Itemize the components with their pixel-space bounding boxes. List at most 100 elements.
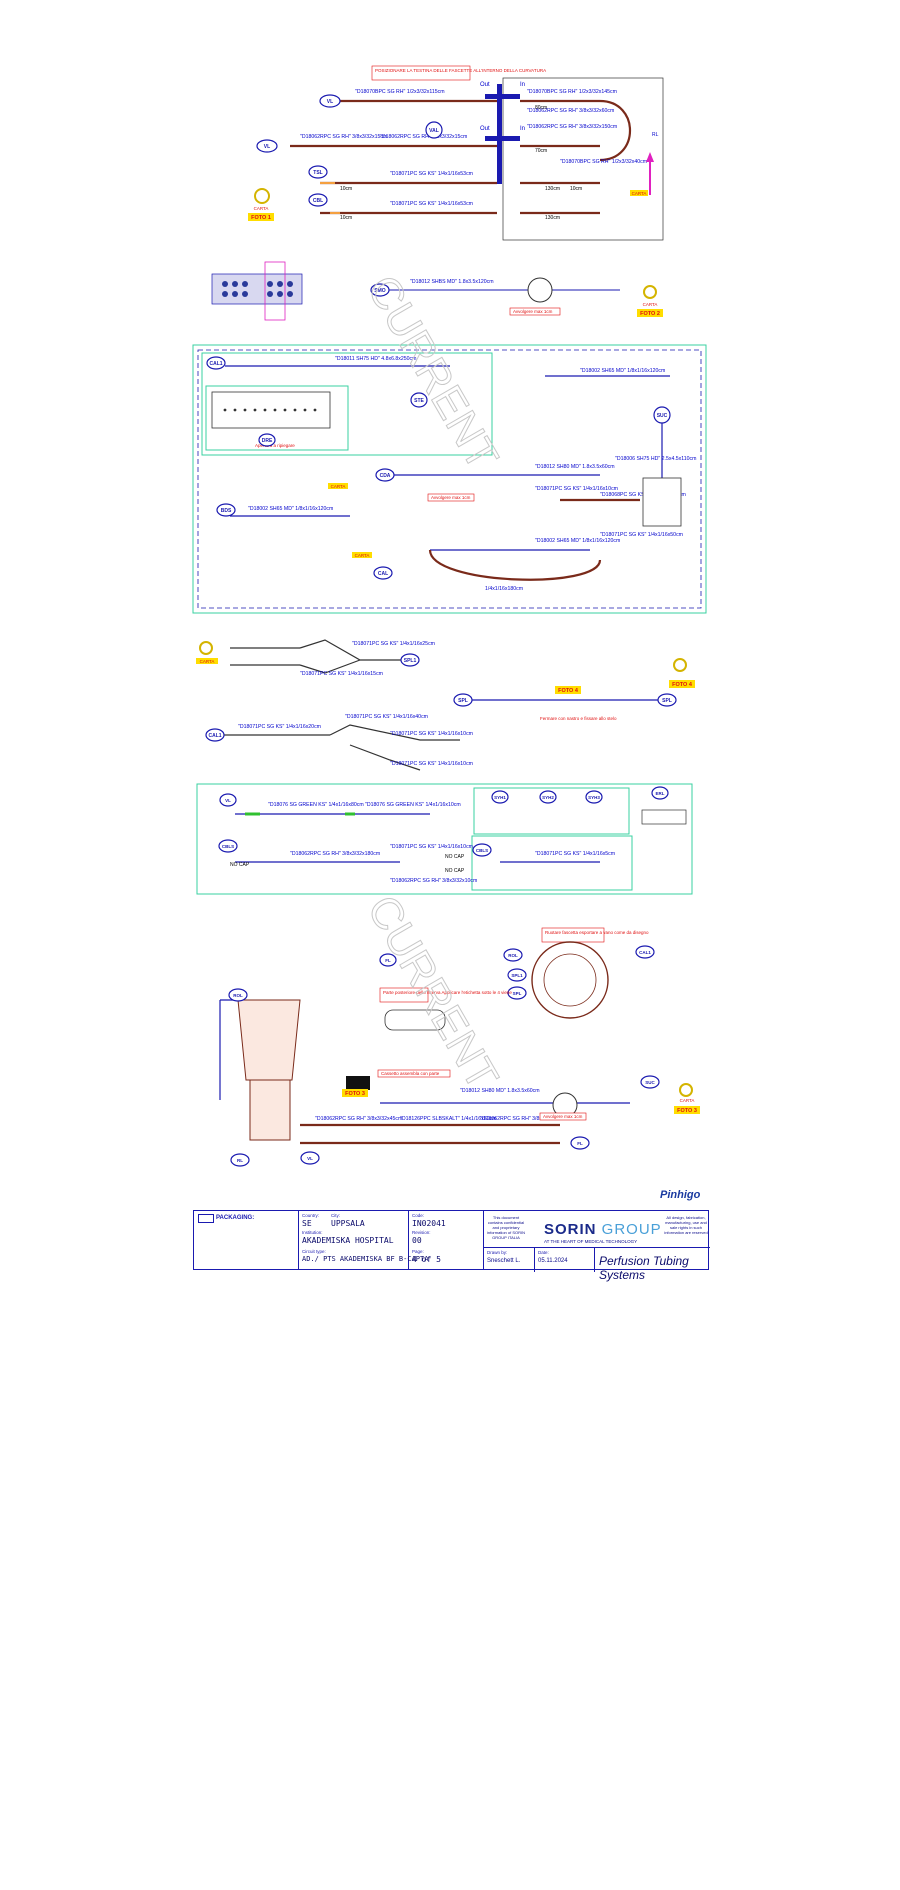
foto4-label: FOTO 4	[558, 688, 579, 694]
connector-panel	[211, 391, 331, 429]
tubes-3	[428, 498, 640, 581]
svg-text:SPL1: SPL1	[511, 973, 523, 978]
svg-text:"D18126PPC SLBSKALT" 1/4x1/16x: "D18126PPC SLBSKALT" 1/4x1/16x60cm	[400, 1116, 496, 1122]
foto1-badge	[248, 213, 274, 221]
watermark: CURRENT	[358, 267, 508, 478]
packaging-cell: PACKAGING:	[194, 1211, 299, 1269]
mini-table	[641, 809, 687, 825]
tube-labels-1: "D18070BPC SG RH" 1/2x3/32x115cm "D18070…	[300, 89, 647, 207]
clamp-icon	[254, 188, 270, 204]
svg-text:"D18071PC SG KS" 1/4x1/16x5cm: "D18071PC SG KS" 1/4x1/16x5cm	[535, 851, 615, 857]
svg-text:VL: VL	[307, 1156, 313, 1161]
svg-text:ROL: ROL	[233, 993, 243, 998]
svg-text:CBLS: CBLS	[476, 848, 488, 853]
confidential-note: This document contains confidential and …	[486, 1215, 525, 1240]
svg-text:"D18076 SG GREEN KS" 1/4x1/16x: "D18076 SG GREEN KS" 1/4x1/16x10cm	[365, 802, 461, 808]
company-logo: SORIN GROUP	[544, 1221, 662, 1238]
section-5: "D18076 SG GREEN KS" 1/4x1/16x80cm "D180…	[196, 783, 693, 895]
svg-text:"D18062RPC SG RH" 3/8x3/32x75c: "D18062RPC SG RH" 3/8x3/32x75cm	[480, 1116, 567, 1122]
label-in-a: In	[520, 82, 525, 88]
svg-text:FOTO 4: FOTO 4	[672, 682, 693, 688]
section-5-frame	[196, 783, 693, 895]
tube-label: "D18070BPC SG RH" 1/2x3/32x40cm	[560, 159, 647, 165]
note: Avvolgere max 1cm	[431, 495, 471, 500]
note-box	[371, 65, 471, 81]
svg-text:CAL: CAL	[378, 571, 388, 577]
tag-bubbles-1	[256, 94, 443, 207]
tube-label: "D18012 SH80 MD" 1.8x3.5x60cm	[535, 464, 615, 470]
tube-label: "D18012 SHBS MD" 1.8x3.5x120cm	[410, 279, 494, 285]
bag-icon	[642, 477, 682, 527]
svg-text:NO CAP: NO CAP	[445, 868, 465, 874]
svg-text:FL: FL	[577, 1141, 583, 1146]
dim: 10cm	[340, 186, 352, 192]
svg-text:Parte posteriore dello riserva: Parte posteriore dello riserva Applicare…	[383, 990, 512, 995]
section-4: "D18071PC SG KS" 1/4x1/16x25cm "D18071PC…	[196, 639, 695, 771]
tube-labels-4: "D18071PC SG KS" 1/4x1/16x25cm "D18071PC…	[238, 641, 473, 767]
svg-text:RL: RL	[237, 1158, 243, 1163]
code-cell: Code: IN02041 Revision: 00 Page: 4 of 5	[409, 1211, 484, 1269]
product-name: Perfusion Tubing Systems	[599, 1254, 689, 1282]
title-block: PACKAGING: Country: SE City: UPPSALA Ins…	[193, 1210, 710, 1282]
svg-text:"D18062RPC SG RH" 3/8x3/32x180: "D18062RPC SG RH" 3/8x3/32x180cm	[290, 851, 380, 857]
tag-cbl: CBL	[313, 198, 323, 204]
tube-label: "D18002 SH65 MD" 1/8x1/16x120cm	[580, 368, 665, 374]
section-6: Ruotare fascetta esportare a vano come d…	[219, 927, 700, 1167]
connector-dial	[527, 277, 553, 303]
tag-smo: SMO	[374, 288, 386, 294]
revision-value: 00	[412, 1236, 422, 1245]
note: Apertura a ripiegare	[255, 443, 295, 448]
country-value: SE	[302, 1219, 312, 1228]
svg-text:CBLS: CBLS	[222, 844, 234, 849]
svg-text:FOTO 3: FOTO 3	[345, 1091, 365, 1097]
section-3-dashed	[197, 349, 702, 609]
svg-text:VL: VL	[225, 798, 231, 803]
svg-text:"D18071PC SG KS" 1/4x1/16x25cm: "D18071PC SG KS" 1/4x1/16x25cm	[352, 641, 435, 647]
tube-label: 1/4x1/16x180cm	[485, 586, 523, 592]
tube-label: "D18062RPC SG RH" 3/8x3/32x15cm	[300, 134, 387, 140]
svg-text:SYH1: SYH1	[494, 795, 506, 800]
svg-text:FOTO 3: FOTO 3	[677, 1108, 697, 1114]
lines-3	[225, 365, 670, 551]
dim: 10cm	[340, 215, 352, 221]
svg-text:SYH2: SYH2	[542, 795, 554, 800]
svg-text:"D18071PC SG KS" 1/4x1/16x10cm: "D18071PC SG KS" 1/4x1/16x10cm	[390, 761, 473, 767]
pump-head-view	[531, 941, 609, 1019]
dim: 10cm	[570, 186, 582, 192]
note-text: POSIZIONARE LA TESTINA DELLE FASCETTE AL…	[375, 68, 546, 73]
svg-text:CDA: CDA	[380, 473, 391, 479]
tag-texts-3: CAL1 CAL STE DRE SUC BDS CDA	[209, 361, 667, 577]
svg-text:"D18062RPC SG RH" 3/8x3/32x10c: "D18062RPC SG RH" 3/8x3/32x10cm	[390, 878, 477, 884]
carta-label: CARTA	[355, 553, 370, 558]
section-2: SMO "D18012 SHBS MD" 1.8x3.5x120cm Avvol…	[211, 261, 663, 321]
foto1-label: FOTO 1	[251, 215, 271, 221]
svg-text:ROL: ROL	[508, 953, 518, 958]
svg-text:SPL: SPL	[662, 698, 672, 704]
tube-label: "D18002 SH65 MD" 1/8x1/16x120cm	[535, 538, 620, 544]
subbox-b	[205, 385, 349, 451]
drawn-by-value: Sneschett L.	[487, 1258, 521, 1264]
svg-text:"D18071PC SG KS" 1/4x1/16x20cm: "D18071PC SG KS" 1/4x1/16x20cm	[238, 724, 321, 730]
dim-labels-1: 80cm 70cm 10cm 10cm 130cm 10cm 130cm	[340, 105, 582, 221]
institution-cell: Country: SE City: UPPSALA Institution: A…	[299, 1211, 428, 1269]
tube-label: "D18070BPC SG RH" 1/2x3/32x115cm	[355, 89, 445, 95]
dim: 70cm	[535, 148, 547, 154]
camera-icon	[346, 1076, 370, 1090]
svg-text:"D18071PC SG KS" 1/4x1/16x10cm: "D18071PC SG KS" 1/4x1/16x10cm	[390, 844, 473, 850]
section-1-frame	[502, 77, 664, 241]
manifold-stub-mid	[485, 136, 520, 141]
svg-text:CARTA: CARTA	[680, 1098, 695, 1103]
rights-note: All design, fabrication, manufacturing, …	[664, 1215, 708, 1235]
svg-text:"D18012 SH80 MD" 1.8x3.5x60cm: "D18012 SH80 MD" 1.8x3.5x60cm	[460, 1088, 540, 1094]
tube-label: "D18062RPC SG RH" 3/8x3/32x150cm	[527, 124, 617, 130]
avvolgere-note: Avvolgere max 1cm	[513, 309, 553, 314]
tag-vl2: VL	[264, 144, 270, 150]
packaging-label: PACKAGING:	[216, 1215, 255, 1221]
svg-text:SPL: SPL	[513, 991, 522, 996]
reservoir-top-view	[211, 273, 303, 305]
city-value: UPPSALA	[331, 1219, 365, 1228]
svg-text:SUC: SUC	[645, 1080, 655, 1085]
svg-text:SYH3: SYH3	[588, 795, 600, 800]
